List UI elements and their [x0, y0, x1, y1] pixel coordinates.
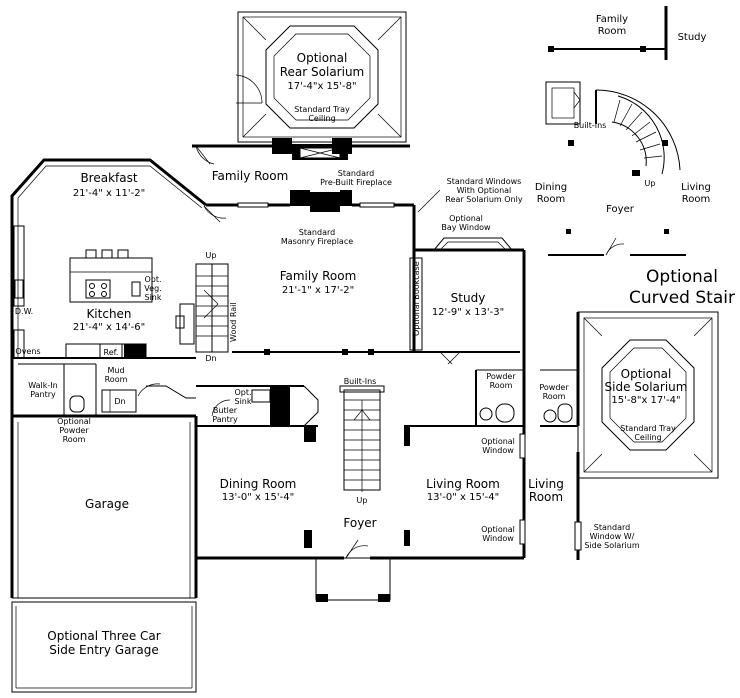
side-solarium-inset: Powder Room Optional Side Solarium 15'-8…	[528, 311, 719, 560]
side-std-window-label-2: Window W/	[590, 532, 635, 541]
kitchen-label: Kitchen	[86, 307, 131, 321]
main-plan-labels: Breakfast 21'-4" x 11'-2" Kitchen 21'-4"…	[15, 171, 523, 657]
side-powder-label-1: Powder	[539, 383, 569, 392]
inset-family-room-label-2: Room	[598, 26, 626, 37]
wood-rail-label: Wood Rail	[229, 302, 238, 342]
optional-window-label-4: Window	[482, 534, 514, 543]
opt-powder-label-3: Room	[63, 435, 86, 444]
study-label: Study	[451, 291, 486, 305]
side-solarium-label-2: Side Solarium	[605, 380, 688, 394]
opt-powder-label-1: Optional	[57, 417, 91, 426]
std-windows-label-1: Standard Windows	[447, 177, 522, 186]
family-room-dims: 21'-1" x 17'-2"	[282, 285, 354, 296]
opt-sink-label-1: Opt.	[234, 388, 251, 397]
curved-stair-inset: Family Room Study Built-Ins Up Dining Ro…	[535, 6, 735, 308]
curved-stair-title-1: Optional	[646, 267, 718, 287]
rear-solarium-dims: 17'-4"x 15'-8"	[287, 81, 356, 92]
side-solarium-ceiling-2: Ceiling	[634, 433, 661, 442]
three-car-garage	[11, 601, 197, 693]
living-room-label: Living Room	[426, 477, 500, 491]
side-powder-label-2: Room	[543, 392, 566, 401]
veg-sink-label-2: Veg.	[144, 284, 161, 293]
prebuilt-fireplace-label-2: Pre-Built Fireplace	[320, 178, 392, 187]
mud-room-label-2: Room	[105, 375, 128, 384]
built-ins-label: Built-Ins	[344, 377, 377, 386]
veg-sink-label-1: Opt.	[144, 275, 161, 284]
side-solarium-ceiling-1: Standard Tray	[620, 424, 676, 433]
powder-room-label-1: Powder	[486, 372, 516, 381]
walk-in-pantry-label-2: Pantry	[30, 390, 56, 399]
side-solarium-dims: 15'-8"x 17'-4"	[611, 395, 680, 406]
prebuilt-fireplace-label-1: Standard	[338, 169, 374, 178]
three-car-label-1: Optional Three Car	[47, 629, 160, 643]
dishwasher-label: D.W.	[15, 307, 33, 316]
inset-foyer-label: Foyer	[606, 204, 635, 215]
study-dims: 12'-9" x 13'-3"	[432, 307, 504, 318]
butler-pantry-label-1: Butler	[213, 406, 238, 415]
kitchen-dims: 21'-4" x 14'-6"	[73, 322, 145, 333]
rear-stair-up-label: Up	[206, 251, 217, 260]
opt-powder-label-2: Powder	[59, 426, 89, 435]
rear-wall-upper: Family Room Standard Pre-Built Fireplace	[192, 138, 410, 187]
inset-dining-label-1: Dining	[535, 182, 567, 193]
optional-window-label-2: Window	[482, 446, 514, 455]
side-std-window-label-3: Side Solarium	[584, 541, 640, 550]
optional-window-label-3: Optional	[481, 525, 515, 534]
kitchen-fixtures	[13, 225, 153, 413]
central-stair-up-label: Up	[357, 496, 368, 505]
side-solarium-label-1: Optional	[621, 367, 672, 381]
foyer-label: Foyer	[343, 516, 376, 530]
side-std-window-label-1: Standard	[594, 523, 630, 532]
dining-room-dims: 13'-0" x 15'-4"	[222, 492, 294, 503]
inset-dining-label-2: Room	[537, 194, 565, 205]
three-car-label-2: Side Entry Garage	[49, 643, 158, 657]
std-windows-label-2: With Optional	[457, 186, 512, 195]
ovens-label: Ovens	[15, 347, 40, 356]
inset-study-label: Study	[678, 32, 707, 43]
dining-room-label: Dining Room	[220, 477, 297, 491]
butler-pantry-label-2: Pantry	[212, 415, 238, 424]
optional-bookcase-label: Optional Bookcase	[412, 261, 421, 336]
living-room-dims: 13'-0" x 15'-4"	[427, 492, 499, 503]
main-walls	[10, 158, 526, 602]
opt-sink-label-2: Sink	[234, 397, 251, 406]
std-windows-label-3: Rear Solarium Only	[445, 195, 522, 204]
garage-label: Garage	[85, 497, 129, 511]
ref-label: Ref.	[104, 348, 119, 357]
inset-family-room-label-1: Family	[596, 14, 628, 25]
powder-room-label-2: Room	[490, 381, 513, 390]
breakfast-dims: 21'-4" x 11'-2"	[73, 188, 145, 199]
mud-room-label-1: Mud	[107, 366, 124, 375]
rear-solarium-label-1: Optional	[297, 51, 348, 65]
rear-solarium-ceiling-2: Ceiling	[308, 114, 335, 123]
inset-living-label-2: Room	[682, 194, 710, 205]
rear-solarium: Optional Rear Solarium 17'-4"x 15'-8" St…	[235, 11, 407, 143]
curved-stair-title-2: Curved Stair	[629, 288, 735, 308]
mud-dn-label: Dn	[114, 397, 125, 406]
breakfast-label: Breakfast	[80, 171, 137, 185]
family-room-upper-label: Family Room	[212, 169, 289, 183]
inset-living-label-1: Living	[681, 182, 711, 193]
bay-window-label-2: Bay Window	[441, 223, 491, 232]
rear-stair-dn-label: Dn	[205, 354, 216, 363]
family-room-label: Family Room	[280, 269, 357, 283]
optional-window-label-1: Optional	[481, 437, 515, 446]
inset-stair-up-label: Up	[645, 179, 656, 188]
inset-built-ins-label: Built-Ins	[574, 121, 607, 130]
walk-in-pantry-label-1: Walk-In	[28, 381, 57, 390]
side-living-label-2: Room	[529, 490, 563, 504]
bay-window-label-1: Optional	[449, 214, 483, 223]
side-living-label-1: Living	[528, 477, 564, 491]
central-stair	[339, 385, 385, 492]
rear-solarium-label-2: Rear Solarium	[280, 65, 365, 79]
veg-sink-label-3: Sink	[144, 293, 161, 302]
masonry-label-1: Standard	[299, 228, 335, 237]
rear-solarium-ceiling-1: Standard Tray	[294, 105, 350, 114]
masonry-label-2: Masonry Fireplace	[281, 237, 353, 246]
rear-stair	[175, 263, 229, 353]
